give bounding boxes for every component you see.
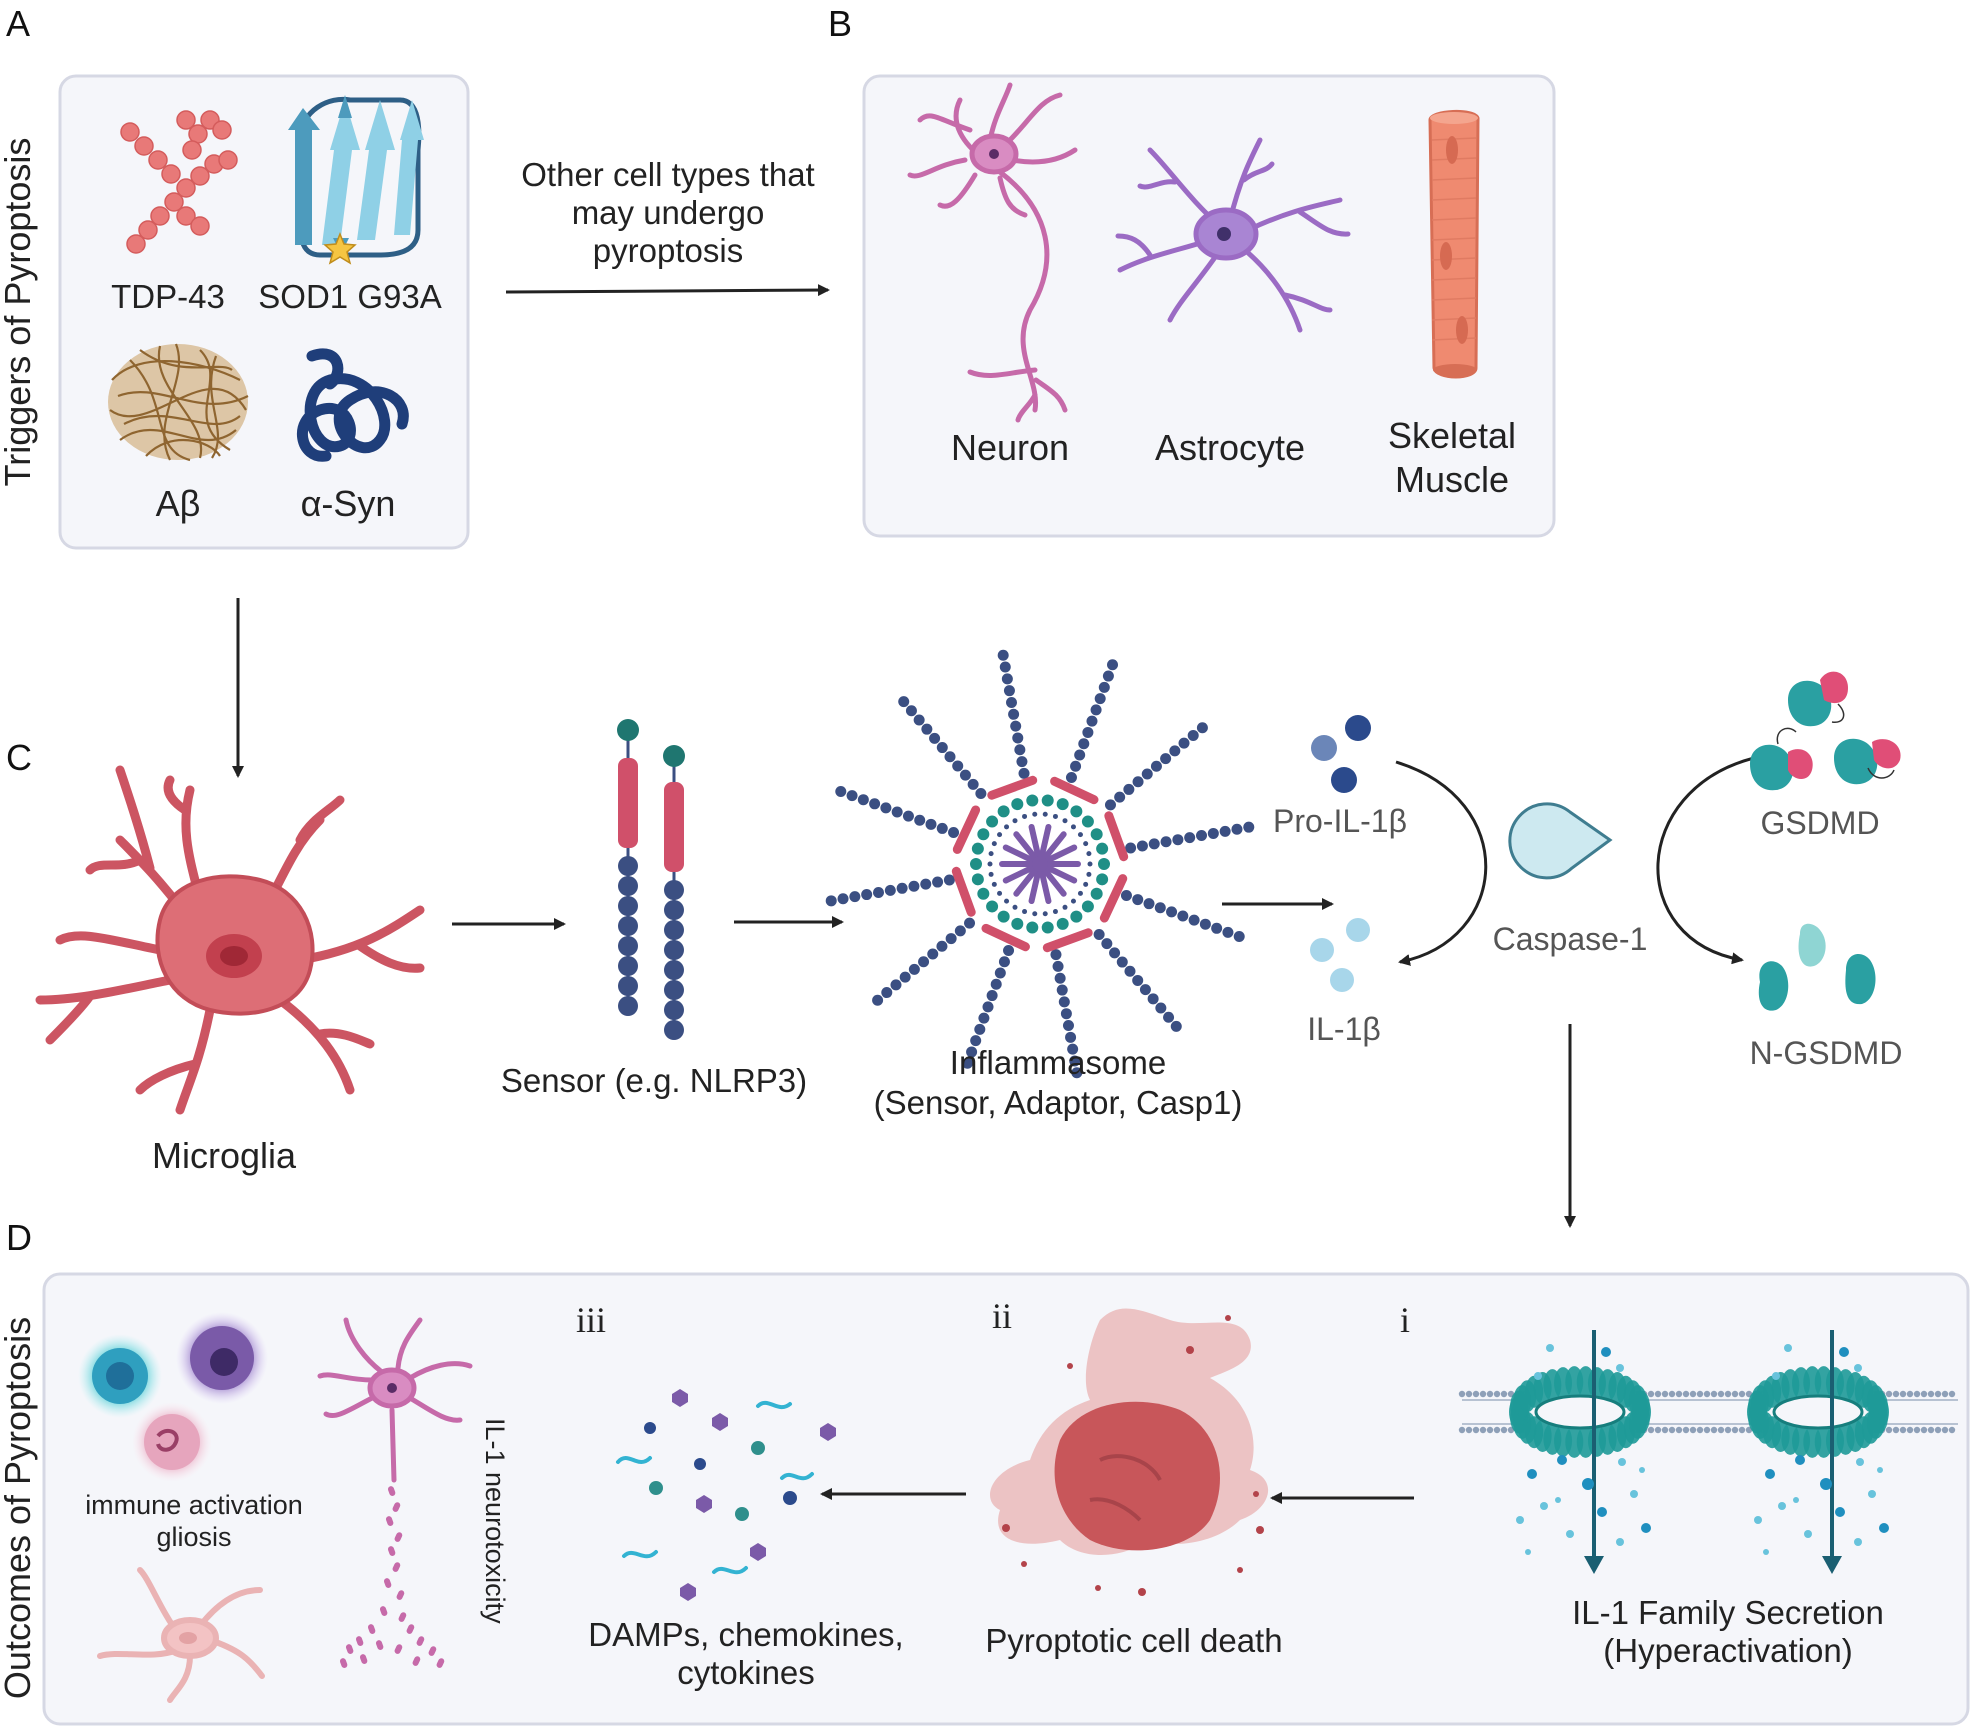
arrow-a-to-b <box>505 284 830 297</box>
damps-icon <box>616 1389 836 1601</box>
neurotoxic-neuron-icon <box>317 1317 473 1483</box>
damps-label-line1: DAMPs, chemokines, <box>588 1616 903 1653</box>
n-gsdmd-icon <box>1758 923 1876 1011</box>
panel-letter-c: C <box>6 737 32 778</box>
arrow-pro-il1b-to-il1b <box>1395 760 1488 966</box>
inflammasome-label-line1: Inflammasome <box>950 1044 1166 1081</box>
membrane-pores-icon <box>1458 1330 1958 1574</box>
asyn-label: α-Syn <box>301 483 396 524</box>
immune-label-line2: gliosis <box>156 1522 231 1552</box>
asyn-icon <box>297 348 409 462</box>
arrow-gsdmd-to-n-gsdmd <box>1656 756 1755 965</box>
n-gsdmd-label: N-GSDMD <box>1750 1035 1903 1071</box>
panel-b-box <box>862 74 1556 538</box>
gsdmd-label: GSDMD <box>1760 805 1879 841</box>
sod1-label: SOD1 G93A <box>258 278 441 315</box>
axon-fragments-icon <box>339 1486 445 1668</box>
label-iii: iii <box>576 1300 606 1340</box>
sod1-icon <box>288 95 424 265</box>
pyroptotic-cell-icon <box>990 1308 1269 1596</box>
inflammasome-icon <box>825 649 1255 1079</box>
triggers-side-title: Triggers of Pyroptosis <box>0 138 38 487</box>
death-label: Pyroptotic cell death <box>985 1622 1282 1659</box>
il1b-icon <box>1310 918 1370 992</box>
microglia-icon <box>35 765 425 1115</box>
caspase1-label: Caspase-1 <box>1493 921 1648 957</box>
panel-letter-b: B <box>828 3 852 44</box>
skeletal-muscle-icon <box>1428 109 1480 379</box>
caspase1-icon <box>1508 802 1613 880</box>
tdp43-label: TDP-43 <box>111 278 225 315</box>
sensor-label: Sensor (e.g. NLRP3) <box>501 1062 807 1099</box>
inflammasome-label-line2: (Sensor, Adaptor, Casp1) <box>874 1084 1243 1121</box>
tdp43-icon <box>120 110 238 254</box>
arrow-ab-label-line3: pyroptosis <box>593 232 743 269</box>
neurotoxicity-label: IL-1 neurotoxicity <box>480 1418 510 1624</box>
abeta-icon <box>108 343 249 462</box>
microglia-body <box>155 874 315 1016</box>
pro-il1b-icon <box>1311 715 1371 793</box>
secretion-label-line2: (Hyperactivation) <box>1603 1632 1852 1669</box>
muscle-label-line2: Muscle <box>1395 459 1509 500</box>
neuron-label: Neuron <box>951 427 1069 468</box>
astrocyte-label: Astrocyte <box>1155 427 1305 468</box>
panel-letter-a: A <box>6 3 30 44</box>
secretion-label-line1: IL-1 Family Secretion <box>1572 1594 1884 1631</box>
arrow-ab-label-line1: Other cell types that <box>521 156 814 193</box>
label-ii: ii <box>992 1296 1012 1336</box>
panel-letter-d: D <box>6 1217 32 1258</box>
damps-label-line2: cytokines <box>677 1654 815 1691</box>
muscle-label-line1: Skeletal <box>1388 415 1516 456</box>
microglia-label: Microglia <box>152 1135 297 1176</box>
pro-il1b-label: Pro-IL-1β <box>1273 803 1407 839</box>
neuron-icon <box>907 82 1078 423</box>
arrow-ab-label-line2: may undergo <box>572 194 765 231</box>
gliosis-astrocyte-icon <box>97 1567 265 1703</box>
astrocyte-icon <box>1115 137 1351 333</box>
immune-label-line1: immune activation <box>85 1490 303 1520</box>
abeta-label: Aβ <box>156 483 201 524</box>
sensor-icon <box>617 719 685 1040</box>
immune-cells-icon <box>78 1312 268 1482</box>
outcomes-side-title: Outcomes of Pyroptosis <box>0 1317 38 1699</box>
il1b-label: IL-1β <box>1307 1011 1381 1047</box>
gsdmd-icon <box>1750 671 1901 791</box>
label-i: i <box>1400 1300 1410 1340</box>
